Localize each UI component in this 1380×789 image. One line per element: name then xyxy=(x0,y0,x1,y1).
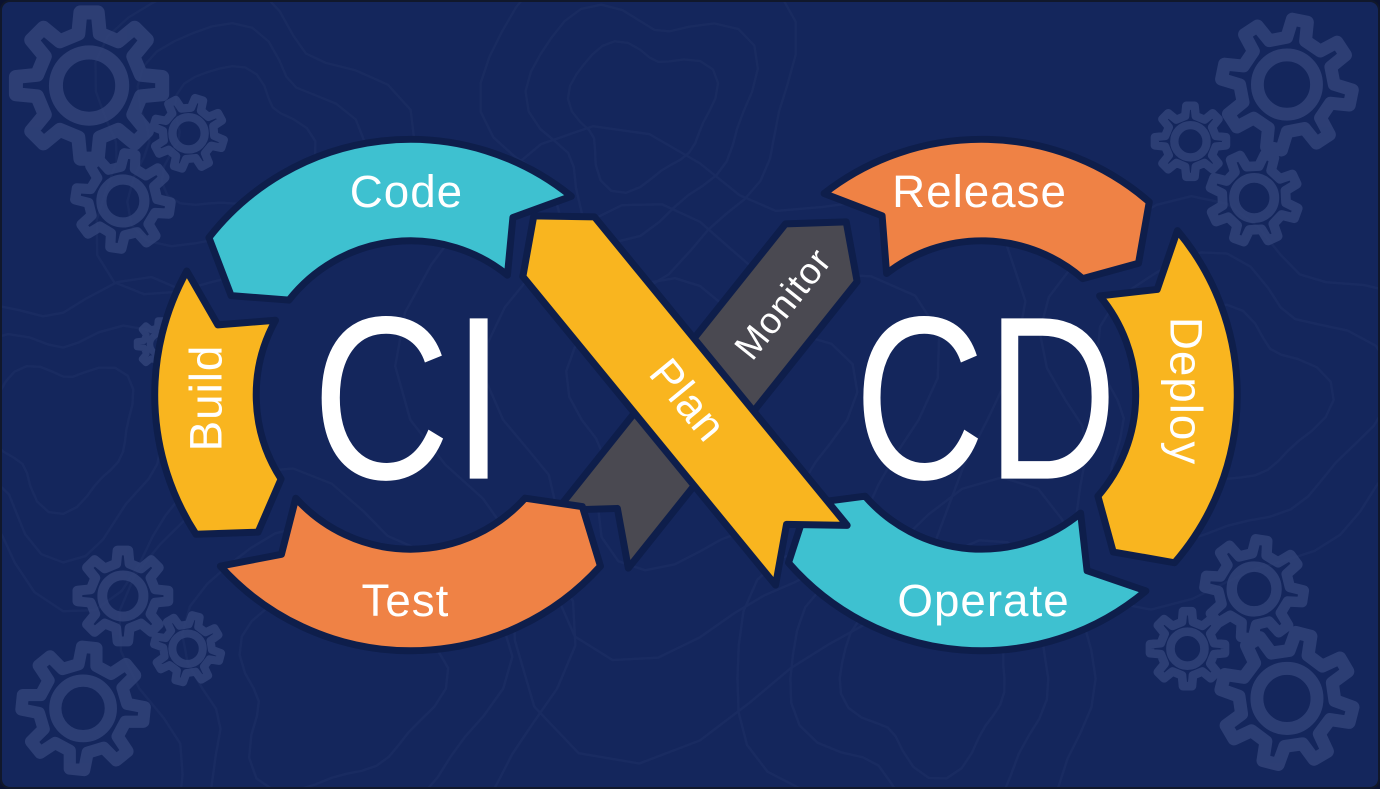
gear-icon xyxy=(72,545,174,647)
gear-icon xyxy=(1205,149,1303,247)
segment-label-test: Test xyxy=(362,575,450,626)
gear-icon xyxy=(150,611,226,687)
gear-cluster-bottom-right xyxy=(1145,534,1360,771)
gear-icon xyxy=(1145,606,1230,691)
segment-release xyxy=(820,135,1153,283)
segment-deploy xyxy=(1094,227,1241,567)
gear-cluster-top-right xyxy=(1150,12,1359,247)
gear-icon xyxy=(15,640,151,777)
segment-label-operate: Operate xyxy=(897,575,1069,626)
ci-title: CI xyxy=(312,269,507,529)
segment-label-deploy: Deploy xyxy=(1161,317,1212,465)
segment-test xyxy=(216,494,604,655)
gear-icon xyxy=(1214,625,1360,771)
gear-icon xyxy=(70,148,176,254)
band-plan xyxy=(519,212,851,589)
segment-label-release: Release xyxy=(892,166,1067,217)
segment-label-code: Code xyxy=(350,166,463,217)
segment-code xyxy=(205,135,575,304)
gear-icon xyxy=(1150,101,1231,182)
gear-cluster-bottom-left xyxy=(15,545,226,777)
cd-title: CD xyxy=(854,269,1119,529)
segment-build xyxy=(151,267,285,538)
gear-icon xyxy=(1199,534,1310,644)
segment-operate xyxy=(785,492,1150,655)
gear-icon xyxy=(149,93,228,173)
segment-label-build: Build xyxy=(180,345,231,452)
gear-icon xyxy=(8,5,170,166)
gear-icon xyxy=(1215,12,1359,157)
